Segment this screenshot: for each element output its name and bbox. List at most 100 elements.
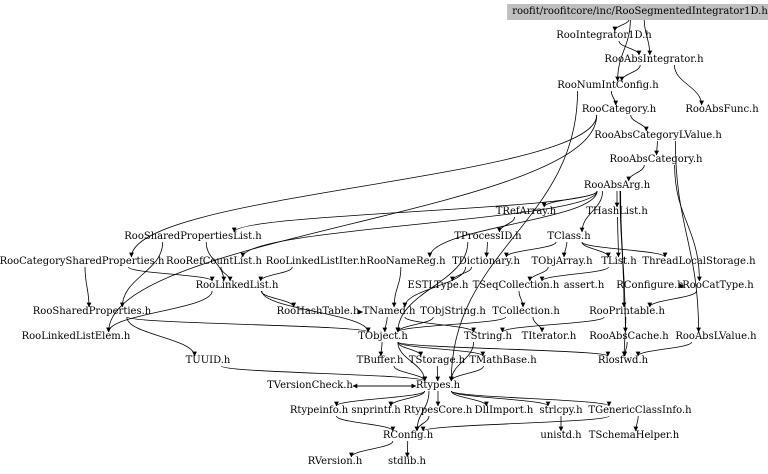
node-tSchemaHelper[interactable]: TSchemaHelper.h xyxy=(588,430,680,441)
node-tString[interactable]: TString.h xyxy=(464,331,512,342)
edge-n15-n22 xyxy=(220,266,233,282)
node-rConfigure[interactable]: RConfigure.h xyxy=(616,280,684,291)
edge-n0-n2 xyxy=(643,18,653,56)
edge-n11-n28 xyxy=(119,241,164,308)
edge-n8-n15 xyxy=(240,190,598,258)
node-tNamed[interactable]: TNamed.h xyxy=(362,306,416,317)
node-rooCategory[interactable]: RooCategory.h xyxy=(581,104,657,115)
edge-n12-n18 xyxy=(484,241,490,258)
node-strlcpy[interactable]: strlcpy.h xyxy=(539,405,583,416)
edge-n18-n30 xyxy=(402,266,467,308)
node-rooAbsCache[interactable]: RooAbsCache.h xyxy=(589,331,669,342)
node-rtypeinfo[interactable]: Rtypeinfo.h xyxy=(289,405,349,416)
node-rooAbsIntegrator[interactable]: RooAbsIntegrator.h xyxy=(604,54,704,65)
edge-n52-n55 xyxy=(633,415,639,432)
node-stdlib[interactable]: stdlib.h xyxy=(388,456,426,467)
edge-n52-n53 xyxy=(420,415,610,432)
node-tClass[interactable]: TClass.h xyxy=(547,231,591,242)
node-rooAbsFunc[interactable]: RooAbsFunc.h xyxy=(685,104,759,115)
node-tList[interactable]: TList.h xyxy=(601,256,637,267)
edge-n16-n22 xyxy=(258,266,293,282)
edge-n24-n32 xyxy=(518,290,526,308)
edge-n14-n22 xyxy=(128,266,215,282)
node-tSeqCollection[interactable]: TSeqCollection.h xyxy=(472,280,560,291)
node-tRefArray[interactable]: TRefArray.h xyxy=(495,206,557,217)
edge-n13-n21 xyxy=(581,241,668,258)
node-rooAbsLValue[interactable]: RooAbsLValue.h xyxy=(675,331,757,342)
node-rooAbsArg[interactable]: RooAbsArg.h xyxy=(583,180,651,191)
edge-n7-n8 xyxy=(626,164,645,182)
node-estlType[interactable]: ESTLType.h xyxy=(407,280,469,291)
node-rooIntegrator1D[interactable]: RooIntegrator1D.h xyxy=(556,30,652,41)
node-rooSharedProperties[interactable]: RooSharedProperties.h xyxy=(32,306,152,317)
node-rtypes[interactable]: Rtypes.h xyxy=(415,380,461,391)
node-dllImport[interactable]: DllImport.h xyxy=(474,405,534,416)
node-tGenericClassInfo[interactable]: TGenericClassInfo.h xyxy=(588,405,692,416)
edge-n35-n41 xyxy=(378,341,384,357)
node-snprintf[interactable]: snprintf.h xyxy=(351,405,401,416)
node-tVersionCheck[interactable]: TVersionCheck.h xyxy=(267,380,353,391)
node-rooCatType[interactable]: RooCatType.h xyxy=(682,280,754,291)
edge-n41-n46 xyxy=(393,365,428,382)
edge-n14-n28 xyxy=(84,266,92,308)
edge-n46-n52 xyxy=(450,390,612,407)
node-rooSharedPropertiesList[interactable]: RooSharedPropertiesList.h xyxy=(124,231,262,242)
edge-n1-n2 xyxy=(618,40,642,56)
node-rooRefCountList[interactable]: RooRefCountList.h xyxy=(166,256,262,267)
edge-n35-n42 xyxy=(397,341,424,357)
edge-n8-n38 xyxy=(620,190,628,333)
node-tObject[interactable]: TObject.h xyxy=(358,331,408,342)
node-tDictionary[interactable]: TDictionary.h xyxy=(452,256,520,267)
node-tObjString[interactable]: TObjString.h xyxy=(420,306,486,317)
edge-n47-n53 xyxy=(336,415,396,432)
edge-n13-n18 xyxy=(503,241,557,258)
node-rooAbsCategoryLValue[interactable]: RooAbsCategoryLValue.h xyxy=(594,130,722,141)
node-tProcessID[interactable]: TProcessID.h xyxy=(454,231,522,242)
node-rVersion[interactable]: RVersion.h xyxy=(307,456,363,467)
edge-n8-n17 xyxy=(427,190,598,258)
node-rooLinkedListIter[interactable]: RooLinkedListIter.h xyxy=(265,256,367,267)
edge-n28-n35 xyxy=(127,316,371,333)
edge-n2-n4 xyxy=(674,64,704,106)
edge-n11-n22 xyxy=(205,241,227,282)
edge-n10-n20 xyxy=(615,216,621,258)
node-tMathBase[interactable]: TMathBase.h xyxy=(469,355,537,366)
node-rConfig[interactable]: RConfig.h xyxy=(382,430,434,441)
edge-n2-n3 xyxy=(619,64,641,82)
edge-n19-n24 xyxy=(527,266,549,282)
edge-n0-n1 xyxy=(612,18,630,32)
edge-n22-n34 xyxy=(106,290,213,333)
node-tUUID[interactable]: TUUID.h xyxy=(185,355,231,366)
edge-n20-n24 xyxy=(539,266,609,282)
node-rooCategorySharedProperties[interactable]: RooCategorySharedProperties.h xyxy=(0,256,165,267)
node-rooLinkedListElem[interactable]: RooLinkedListElem.h xyxy=(21,331,131,342)
node-rooLinkedList[interactable]: RooLinkedList.h xyxy=(195,280,279,291)
edge-n46-n51 xyxy=(450,390,551,407)
node-rooPrintable[interactable]: RooPrintable.h xyxy=(589,306,665,317)
node-tCollection[interactable]: TCollection.h xyxy=(492,306,560,317)
node-threadLocalStorage[interactable]: ThreadLocalStorage.h xyxy=(642,256,756,267)
node-root-header[interactable]: roofit/roofitcore/inc/RooSegmentedIntegr… xyxy=(507,4,768,20)
node-unistd[interactable]: unistd.h xyxy=(540,430,582,441)
node-tBuffer[interactable]: TBuffer.h xyxy=(356,355,404,366)
node-rooNameReg[interactable]: RooNameReg.h xyxy=(366,256,446,267)
edge-n46-n48 xyxy=(388,390,426,407)
node-tStorage[interactable]: TStorage.h xyxy=(408,355,466,366)
edge-n32-n35 xyxy=(395,316,507,333)
node-tHashList[interactable]: THashList.h xyxy=(586,206,648,217)
edge-n33-n36 xyxy=(500,316,605,333)
node-assert[interactable]: assert.h xyxy=(563,280,605,291)
node-riosfwd[interactable]: Riosfwd.h xyxy=(597,355,649,366)
node-rooNumIntConfig[interactable]: RooNumIntConfig.h xyxy=(557,80,659,91)
node-rtypesCore[interactable]: RtypesCore.h xyxy=(403,405,473,416)
node-tIterator[interactable]: TIterator.h xyxy=(521,331,577,342)
node-rooHashTable[interactable]: RooHashTable.h xyxy=(276,306,360,317)
node-tObjArray[interactable]: TObjArray.h xyxy=(531,256,593,267)
node-rooAbsCategory[interactable]: RooAbsCategory.h xyxy=(609,154,703,165)
edge-n5-n14 xyxy=(129,114,598,258)
edge-n5-n6 xyxy=(630,114,649,132)
edge-n3-n46 xyxy=(448,90,578,382)
edge-n22-n29 xyxy=(260,290,297,308)
